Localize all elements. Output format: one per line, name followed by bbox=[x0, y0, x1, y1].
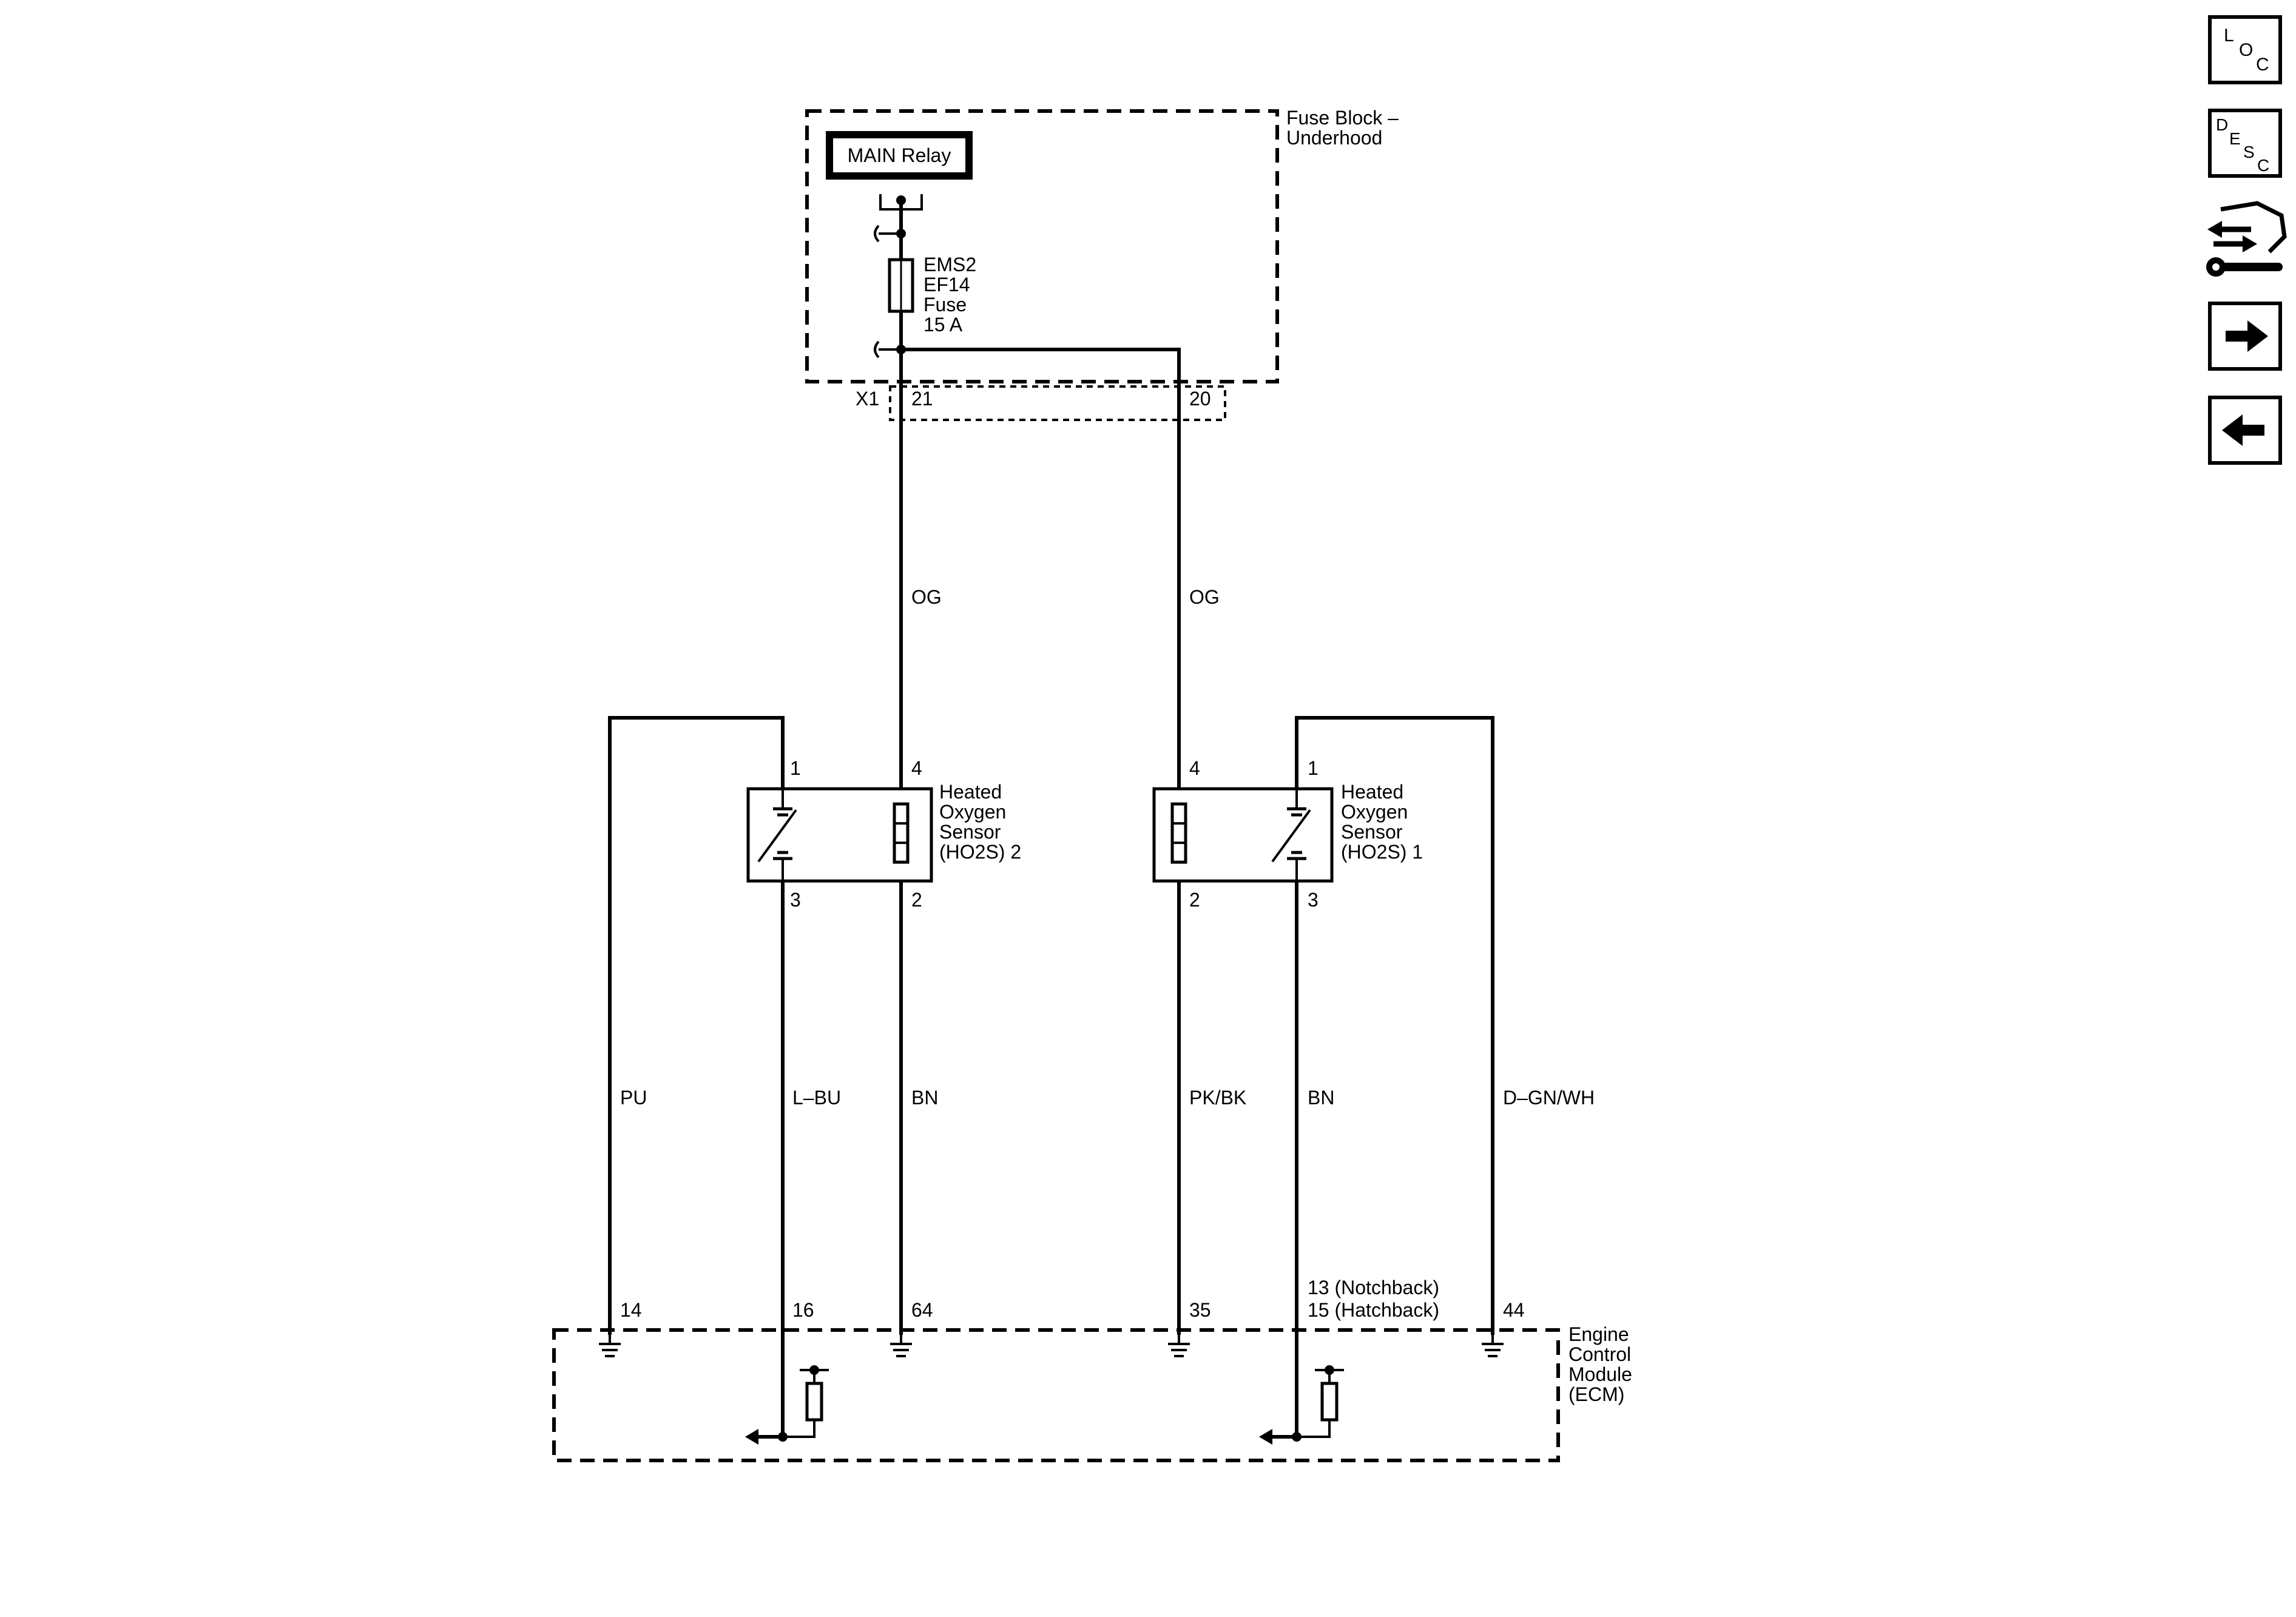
sensor1-switch-blade bbox=[1271, 809, 1311, 863]
splice-lower bbox=[874, 340, 880, 359]
next-button[interactable] bbox=[2208, 302, 2282, 371]
ecm-signal-input-ho2s1 bbox=[1259, 1365, 1344, 1445]
ecm-pin-64: 64 bbox=[911, 1299, 933, 1321]
fuse-block-outline bbox=[805, 109, 1279, 383]
ecm-pin-14: 14 bbox=[620, 1299, 642, 1321]
sensor1-pin-1: 1 bbox=[1308, 757, 1319, 779]
wire-label-og: OG bbox=[1189, 586, 1220, 608]
sensor2-label: Heated bbox=[939, 781, 1002, 803]
loc-letter: C bbox=[2256, 55, 2269, 75]
previous-arrow-icon bbox=[2222, 414, 2264, 446]
sensor2-pin-2: 2 bbox=[911, 889, 922, 911]
ecm-pin-44: 44 bbox=[1503, 1299, 1525, 1321]
wire-label-dgnwh: D–GN/WH bbox=[1503, 1087, 1595, 1109]
sensor1-pin-2: 2 bbox=[1189, 889, 1200, 911]
fuse-label: EMS2 bbox=[923, 254, 976, 275]
connector-repair-icon bbox=[2206, 201, 2287, 277]
fuse-block-label: Underhood bbox=[1286, 127, 1382, 149]
sensor2-pin-4: 4 bbox=[911, 757, 922, 779]
sensor2-pin-1: 1 bbox=[790, 757, 801, 779]
engine-control-module: Engine Control Module (ECM) 14 16 64 35 … bbox=[552, 1277, 1632, 1462]
ground-symbol bbox=[1168, 1335, 1190, 1357]
wire-label-bn: BN bbox=[1308, 1087, 1334, 1109]
previous-button[interactable] bbox=[2208, 396, 2282, 465]
desc-button[interactable]: D E S C bbox=[2208, 109, 2282, 178]
next-arrow-icon bbox=[2226, 320, 2268, 352]
ecm-label: Control bbox=[1568, 1343, 1631, 1365]
fuse-label: Fuse bbox=[923, 294, 967, 316]
wire-label-bn: BN bbox=[911, 1087, 938, 1109]
ecm-label: Engine bbox=[1568, 1323, 1629, 1345]
connector-pin-20: 20 bbox=[1189, 388, 1211, 410]
wire-label-lbu: L–BU bbox=[792, 1087, 841, 1109]
fuse-block-label: Fuse Block – bbox=[1286, 107, 1399, 129]
desc-letter: C bbox=[2257, 156, 2269, 175]
loc-button[interactable]: L O C bbox=[2208, 15, 2282, 84]
sensor1-pin-3: 3 bbox=[1308, 889, 1319, 911]
desc-letter: S bbox=[2243, 143, 2255, 161]
sensor1-label: Oxygen bbox=[1341, 801, 1408, 823]
connector-x1 bbox=[889, 385, 1226, 421]
wire-label-pu: PU bbox=[620, 1087, 647, 1109]
desc-letter: E bbox=[2229, 129, 2241, 148]
splice-upper bbox=[874, 224, 880, 243]
loc-icon bbox=[2208, 15, 2282, 84]
main-relay-label: MAIN Relay bbox=[848, 144, 951, 166]
wire-label-og: OG bbox=[911, 586, 942, 608]
sensor2-label: Oxygen bbox=[939, 801, 1006, 823]
main-relay-box bbox=[826, 131, 973, 180]
ecm-outline bbox=[552, 1328, 1560, 1462]
sensor1-label: Heated bbox=[1341, 781, 1403, 803]
ecm-pin-16: 16 bbox=[792, 1299, 814, 1321]
fuse-label: 15 A bbox=[923, 314, 963, 336]
ecm-pin-35: 35 bbox=[1189, 1299, 1211, 1321]
loc-letter: L bbox=[2224, 25, 2234, 46]
feed-wire-pin20 bbox=[901, 348, 1181, 388]
sensor1-pin-4: 4 bbox=[1189, 757, 1200, 779]
ecm-label: Module bbox=[1568, 1363, 1632, 1385]
connector-repair-button[interactable] bbox=[2206, 201, 2287, 277]
sensor2-heater bbox=[893, 802, 910, 864]
ecm-pin-15: 15 (Hatchback) bbox=[1308, 1299, 1439, 1321]
nav-toolbar: L O C D E S C bbox=[2206, 15, 2287, 465]
connector-pin-21: 21 bbox=[911, 388, 933, 410]
wires: OG OG PU L–BU BN PK/BK BN D–GN/WH bbox=[608, 349, 1595, 1437]
loc-letter: O bbox=[2239, 40, 2253, 60]
desc-icon bbox=[2208, 109, 2282, 178]
sensor2-switch-blade bbox=[757, 809, 797, 863]
wire-pu bbox=[608, 716, 785, 1335]
wire-dgnwh bbox=[1295, 716, 1494, 1335]
ground-symbol bbox=[890, 1335, 912, 1357]
ground-symbol bbox=[1482, 1335, 1504, 1357]
fuse-block-underhood: Fuse Block – Underhood MAIN Relay EMS2 E… bbox=[805, 107, 1399, 421]
ground-symbol bbox=[599, 1335, 621, 1357]
ecm-label: (ECM) bbox=[1568, 1383, 1624, 1405]
ecm-signal-input-ho2s2 bbox=[745, 1365, 829, 1445]
heated-oxygen-sensor-2: 1 4 3 2 Heated Oxygen Sensor (HO2S) 2 bbox=[746, 757, 1021, 911]
ecm-pin-13: 13 (Notchback) bbox=[1308, 1277, 1439, 1298]
sensor1-label: Sensor bbox=[1341, 821, 1403, 843]
heated-oxygen-sensor-1: 4 1 2 3 Heated Oxygen Sensor (HO2S) 1 bbox=[1152, 757, 1423, 911]
sensor2-pin-3: 3 bbox=[790, 889, 801, 911]
sensor2-label: (HO2S) 2 bbox=[939, 841, 1021, 863]
fuse-label: EF14 bbox=[923, 274, 970, 295]
wire-label-pkbk: PK/BK bbox=[1189, 1087, 1246, 1109]
sensor2-label: Sensor bbox=[939, 821, 1001, 843]
sensor1-label: (HO2S) 1 bbox=[1341, 841, 1423, 863]
sensor1-heater bbox=[1170, 802, 1187, 864]
desc-letter: D bbox=[2216, 115, 2228, 134]
connector-x1-label: X1 bbox=[856, 388, 879, 410]
